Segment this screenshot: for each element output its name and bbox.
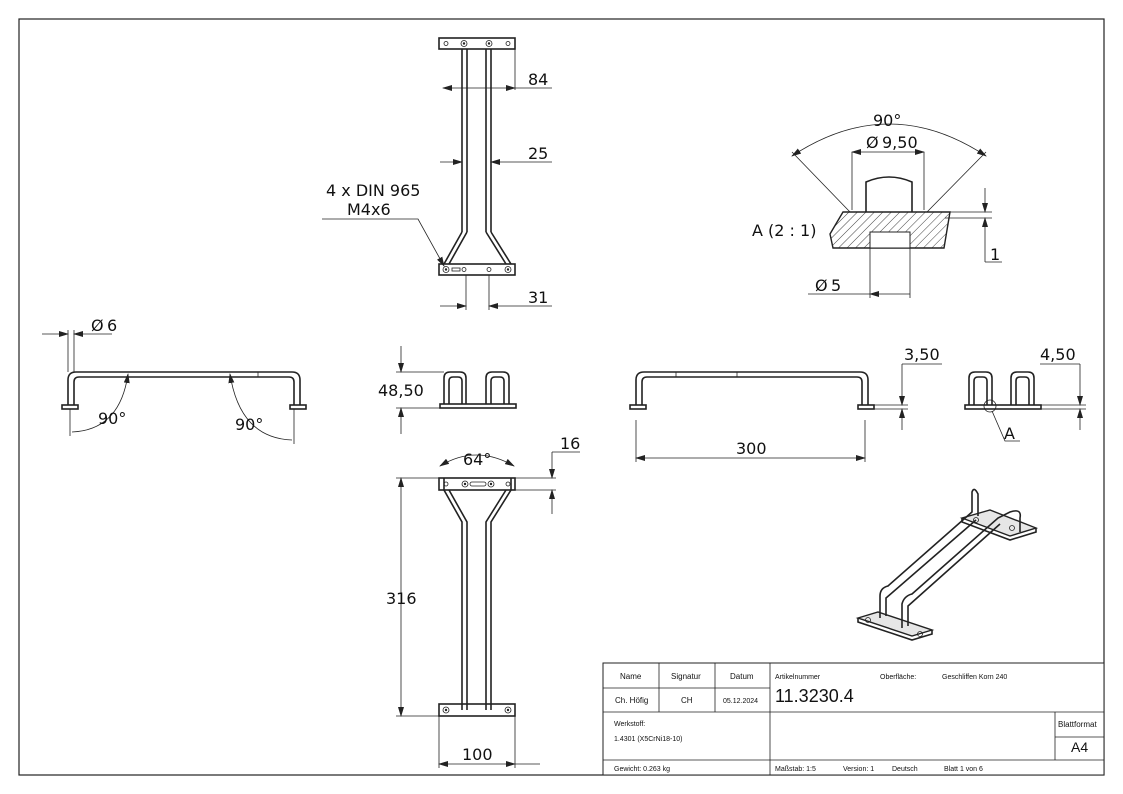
sheet-number: Blatt 1 von 6	[944, 766, 983, 773]
drawing-date: 05.12.2024	[723, 698, 758, 705]
top-view	[322, 37, 552, 310]
dim-detail-dia-symbol: Ø	[866, 133, 879, 152]
dim-side-dia: 6	[107, 316, 117, 335]
title-block	[602, 662, 1105, 776]
material-label: Werkstoff:	[614, 721, 645, 728]
drafter-name: Ch. Höfig	[615, 696, 648, 705]
dim-detail-dia-small-symbol: Ø	[815, 276, 828, 295]
screw-spec-line2: M4x6	[347, 200, 391, 219]
side-view	[42, 330, 307, 444]
dim-front3-offset: 4,50	[1040, 345, 1076, 364]
article-number: 11.3230.4	[775, 686, 854, 706]
front-view-right	[964, 363, 1086, 442]
dim-detail-dia-large: 9,50	[882, 133, 918, 152]
screw-spec-line1: 4 x DIN 965	[326, 181, 420, 200]
material-value: 1.4301 (X5CrNi18-10)	[614, 736, 682, 743]
language: Deutsch	[892, 766, 918, 773]
detail-a-label: A (2 : 1)	[752, 221, 816, 240]
isometric-view	[855, 488, 1039, 641]
dim-plan-length: 316	[386, 589, 417, 608]
sheet-format-label: Blattformat	[1058, 720, 1097, 729]
dim-side-dia-symbol: Ø	[91, 316, 104, 335]
plan-view	[396, 451, 580, 768]
dim-top-width: 84	[528, 70, 548, 89]
front-view	[396, 346, 517, 434]
dim-plan-width: 100	[462, 745, 493, 764]
dim-bottom-hole-spacing: 31	[528, 288, 548, 307]
dim-plate-width: 16	[560, 434, 580, 453]
dim-detail-depth: 1	[990, 245, 1000, 264]
dim-side-angle-right: 90°	[235, 415, 263, 434]
detail-a-view	[791, 123, 1002, 298]
dim-top-rod-gap: 25	[528, 144, 548, 163]
dim-front-height: 48,50	[378, 381, 424, 400]
side-view-right	[629, 363, 942, 462]
sheet-format: A4	[1071, 739, 1088, 755]
detail-a-reference: A	[1004, 424, 1015, 443]
scale: Maßstab: 1:5	[775, 766, 816, 773]
sheet-border	[18, 18, 1105, 776]
dim-detail-dia-small: 5	[831, 276, 841, 295]
header-signature: Signatur	[671, 672, 701, 681]
dim-plan-angle: 64°	[463, 450, 491, 469]
dim-detail-angle: 90°	[873, 111, 901, 130]
header-article: Artikelnummer	[775, 674, 821, 681]
header-date: Datum	[730, 672, 754, 681]
surface-label: Oberfläche:	[880, 674, 916, 681]
dim-length: 300	[736, 439, 767, 458]
surface-value: Geschliffen Korn 240	[942, 674, 1007, 681]
drafter-signature: CH	[681, 696, 693, 705]
weight: Gewicht: 0.263 kg	[614, 766, 670, 773]
version: Version: 1	[843, 766, 874, 773]
dim-front2-offset: 3,50	[904, 345, 940, 364]
dim-side-angle-left: 90°	[98, 409, 126, 428]
header-name: Name	[620, 672, 642, 681]
